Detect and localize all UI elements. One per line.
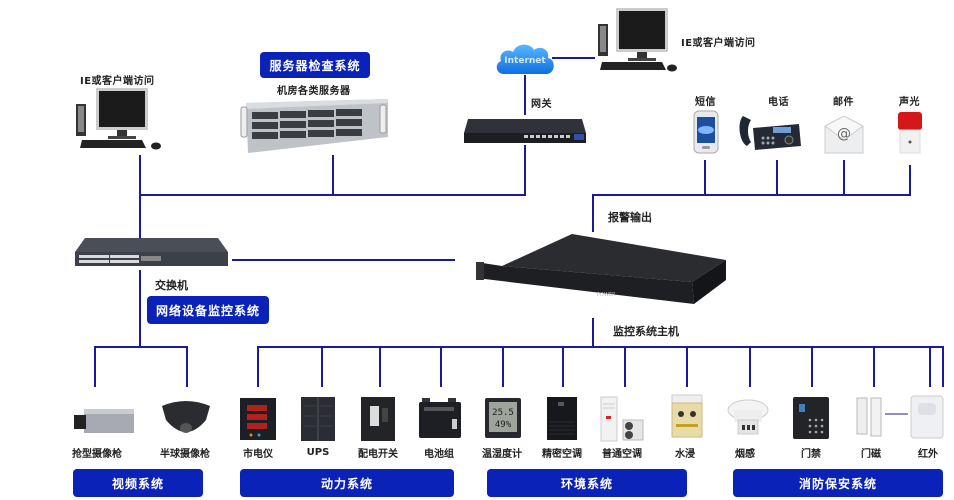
item-infrared-label: 红外: [918, 449, 938, 460]
network-switch-icon: [73, 236, 230, 270]
item-dome-camera-label: 半球摄像枪: [160, 449, 210, 460]
svg-text:POWER: POWER: [597, 292, 616, 298]
ups-icon: [300, 396, 336, 442]
door-contact-icon: [855, 396, 885, 440]
item-door-contact-label: 门磁: [861, 449, 881, 460]
host-label: 监控系统主机: [613, 325, 679, 338]
group-badge-power: 动力系统: [240, 469, 454, 497]
client-left-label: IE或客户端访问: [80, 76, 155, 87]
dome-camera-icon: [160, 398, 212, 440]
item-power-meter-label: 市电仪: [243, 449, 273, 460]
gateway-label: 网关: [531, 99, 552, 110]
item-precision-ac-label: 精密空调: [542, 449, 582, 460]
internet-cloud-icon: Internet: [494, 40, 556, 78]
group-badge-environment: 环境系统: [487, 469, 687, 497]
box-camera-icon: [72, 405, 136, 437]
client-right-label: IE或客户端访问: [681, 38, 756, 49]
ac-unit-icon: [599, 396, 645, 442]
rack-server-icon: [238, 97, 390, 155]
infrared-sensor-icon: [910, 395, 944, 439]
network-monitoring-badge: 网络设备监控系统: [147, 296, 269, 324]
alarm-sms-label: 短信: [695, 97, 716, 108]
switch-label: 交换机: [155, 279, 188, 292]
item-breaker-label: 配电开关: [358, 449, 398, 460]
access-control-icon: [792, 396, 830, 440]
breaker-icon: [360, 396, 396, 442]
internet-label: Internet: [504, 56, 546, 66]
group-badge-video: 视频系统: [73, 469, 203, 497]
alarm-light-label: 声光: [899, 97, 920, 108]
alarm-email-label: 邮件: [833, 97, 854, 108]
smoke-detector-icon: [726, 398, 770, 438]
item-box-camera-label: 抢型摄像枪: [72, 449, 122, 460]
siren-icon: [896, 110, 924, 154]
smartphone-icon: [690, 110, 722, 154]
item-battery-label: 电池组: [424, 449, 454, 460]
item-smoke-detector-label: 烟感: [735, 449, 755, 460]
battery-icon: [418, 397, 462, 439]
item-water-leak-label: 水浸: [675, 449, 695, 460]
precision-ac-icon: [546, 396, 578, 441]
group-badge-fire-security: 消防保安系统: [733, 469, 943, 497]
svg-text:49%: 49%: [495, 420, 512, 430]
telephone-icon: [737, 112, 803, 154]
server-inspection-badge: 服务器检查系统: [260, 52, 370, 78]
email-icon: @: [824, 115, 864, 154]
desktop-computer-icon: [72, 86, 167, 154]
item-access-control-label: 门禁: [801, 449, 821, 460]
water-leak-sensor-icon: [668, 394, 706, 440]
item-ups-label: UPS: [306, 447, 330, 458]
svg-text:25.5: 25.5: [492, 408, 514, 418]
desktop-computer-icon: [596, 8, 678, 74]
svg-text:@: @: [837, 126, 851, 142]
item-hygrometer-label: 温湿度计: [482, 449, 522, 460]
monitoring-host-icon: POWER: [472, 234, 728, 308]
alarm-output-label: 报警输出: [608, 211, 652, 224]
hygrometer-icon: 25.5 49%: [484, 397, 522, 439]
server-label: 机房各类服务器: [277, 86, 351, 97]
alarm-phone-label: 电话: [768, 97, 789, 108]
power-meter-icon: [239, 397, 277, 441]
gateway-router-icon: [462, 115, 588, 147]
item-ac-unit-label: 普通空调: [602, 449, 642, 460]
